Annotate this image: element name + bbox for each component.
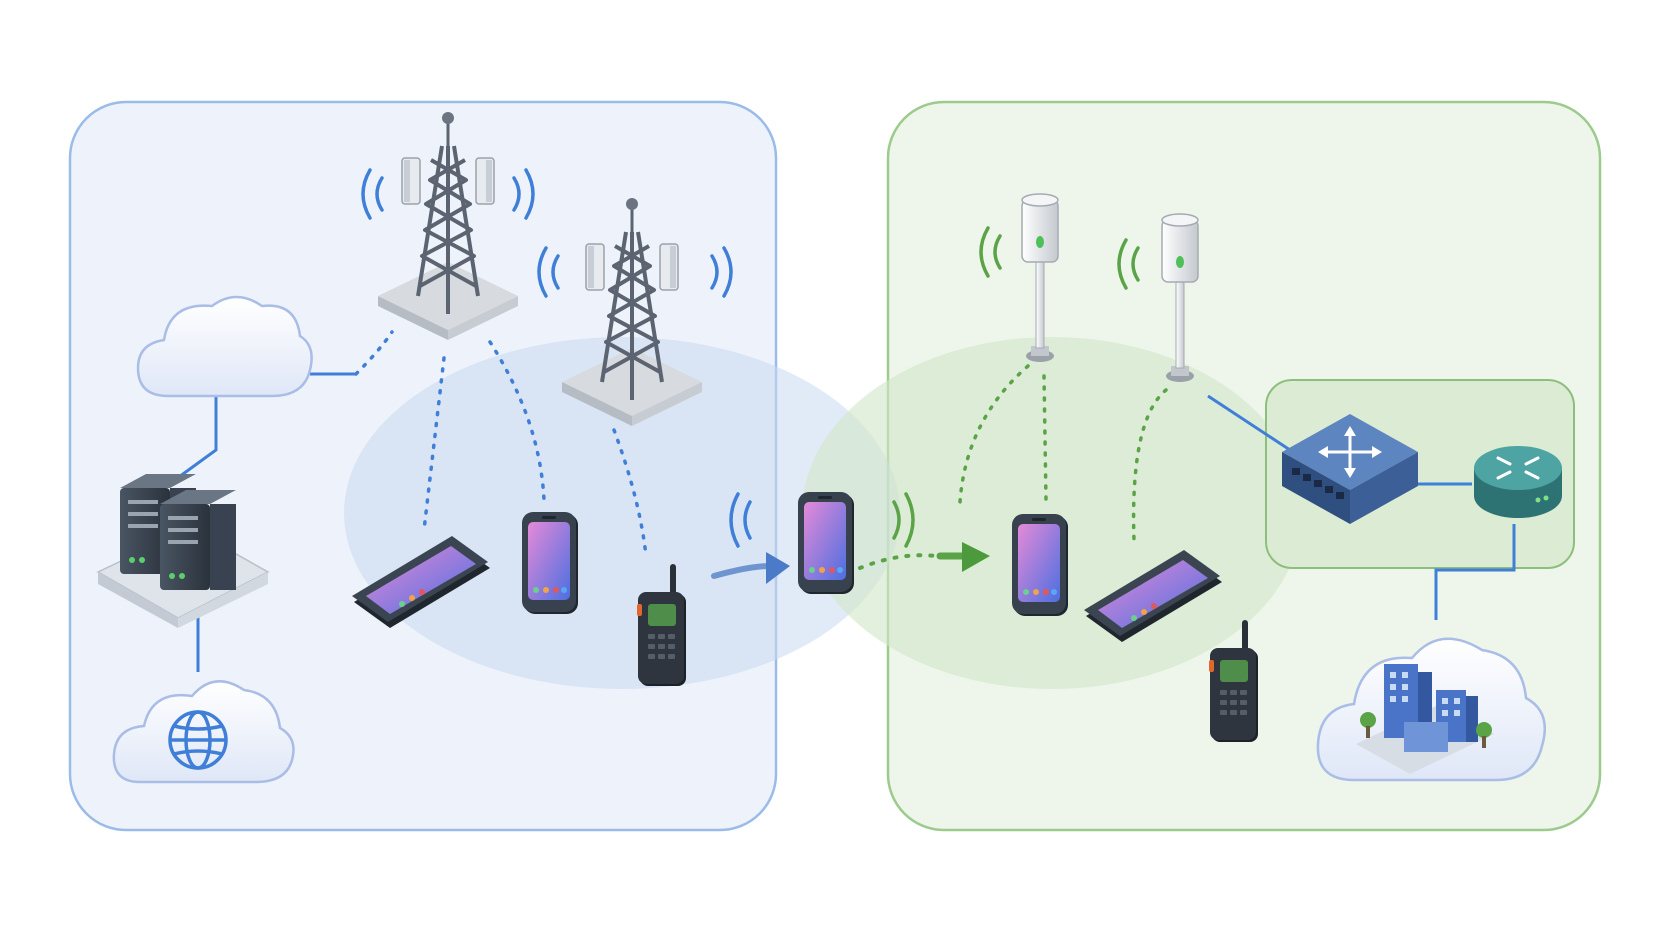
cloud-icon bbox=[136, 295, 313, 398]
router-arrows-icon bbox=[1496, 456, 1540, 480]
enterprise-cloud-icon bbox=[1316, 637, 1546, 782]
public-coverage-area bbox=[344, 337, 900, 689]
smartphone-icon bbox=[798, 492, 854, 594]
public-signal-waves bbox=[361, 168, 733, 298]
smartphone-icon bbox=[522, 512, 578, 614]
network-switch-icon bbox=[1282, 414, 1418, 524]
public-radio-links bbox=[354, 330, 648, 558]
handover-signal-waves-left bbox=[729, 492, 752, 548]
router-icon bbox=[1474, 446, 1562, 518]
arrow-right-icon bbox=[936, 542, 990, 572]
handover-signal-waves-right bbox=[892, 492, 915, 548]
private-coverage-area bbox=[802, 337, 1302, 689]
private-signal-waves bbox=[979, 226, 1140, 290]
internet-globe-cloud-icon bbox=[112, 680, 295, 784]
globe-icon bbox=[168, 710, 228, 770]
server-rack-icon bbox=[96, 474, 270, 628]
smartphone-icon bbox=[1012, 514, 1068, 616]
core-links bbox=[1207, 394, 1516, 620]
arrows-icon bbox=[1318, 426, 1382, 478]
private-radio-links bbox=[958, 364, 1168, 542]
handover-link bbox=[858, 553, 938, 570]
arrow-right-icon bbox=[711, 552, 790, 584]
public-backhaul-links bbox=[171, 372, 356, 672]
